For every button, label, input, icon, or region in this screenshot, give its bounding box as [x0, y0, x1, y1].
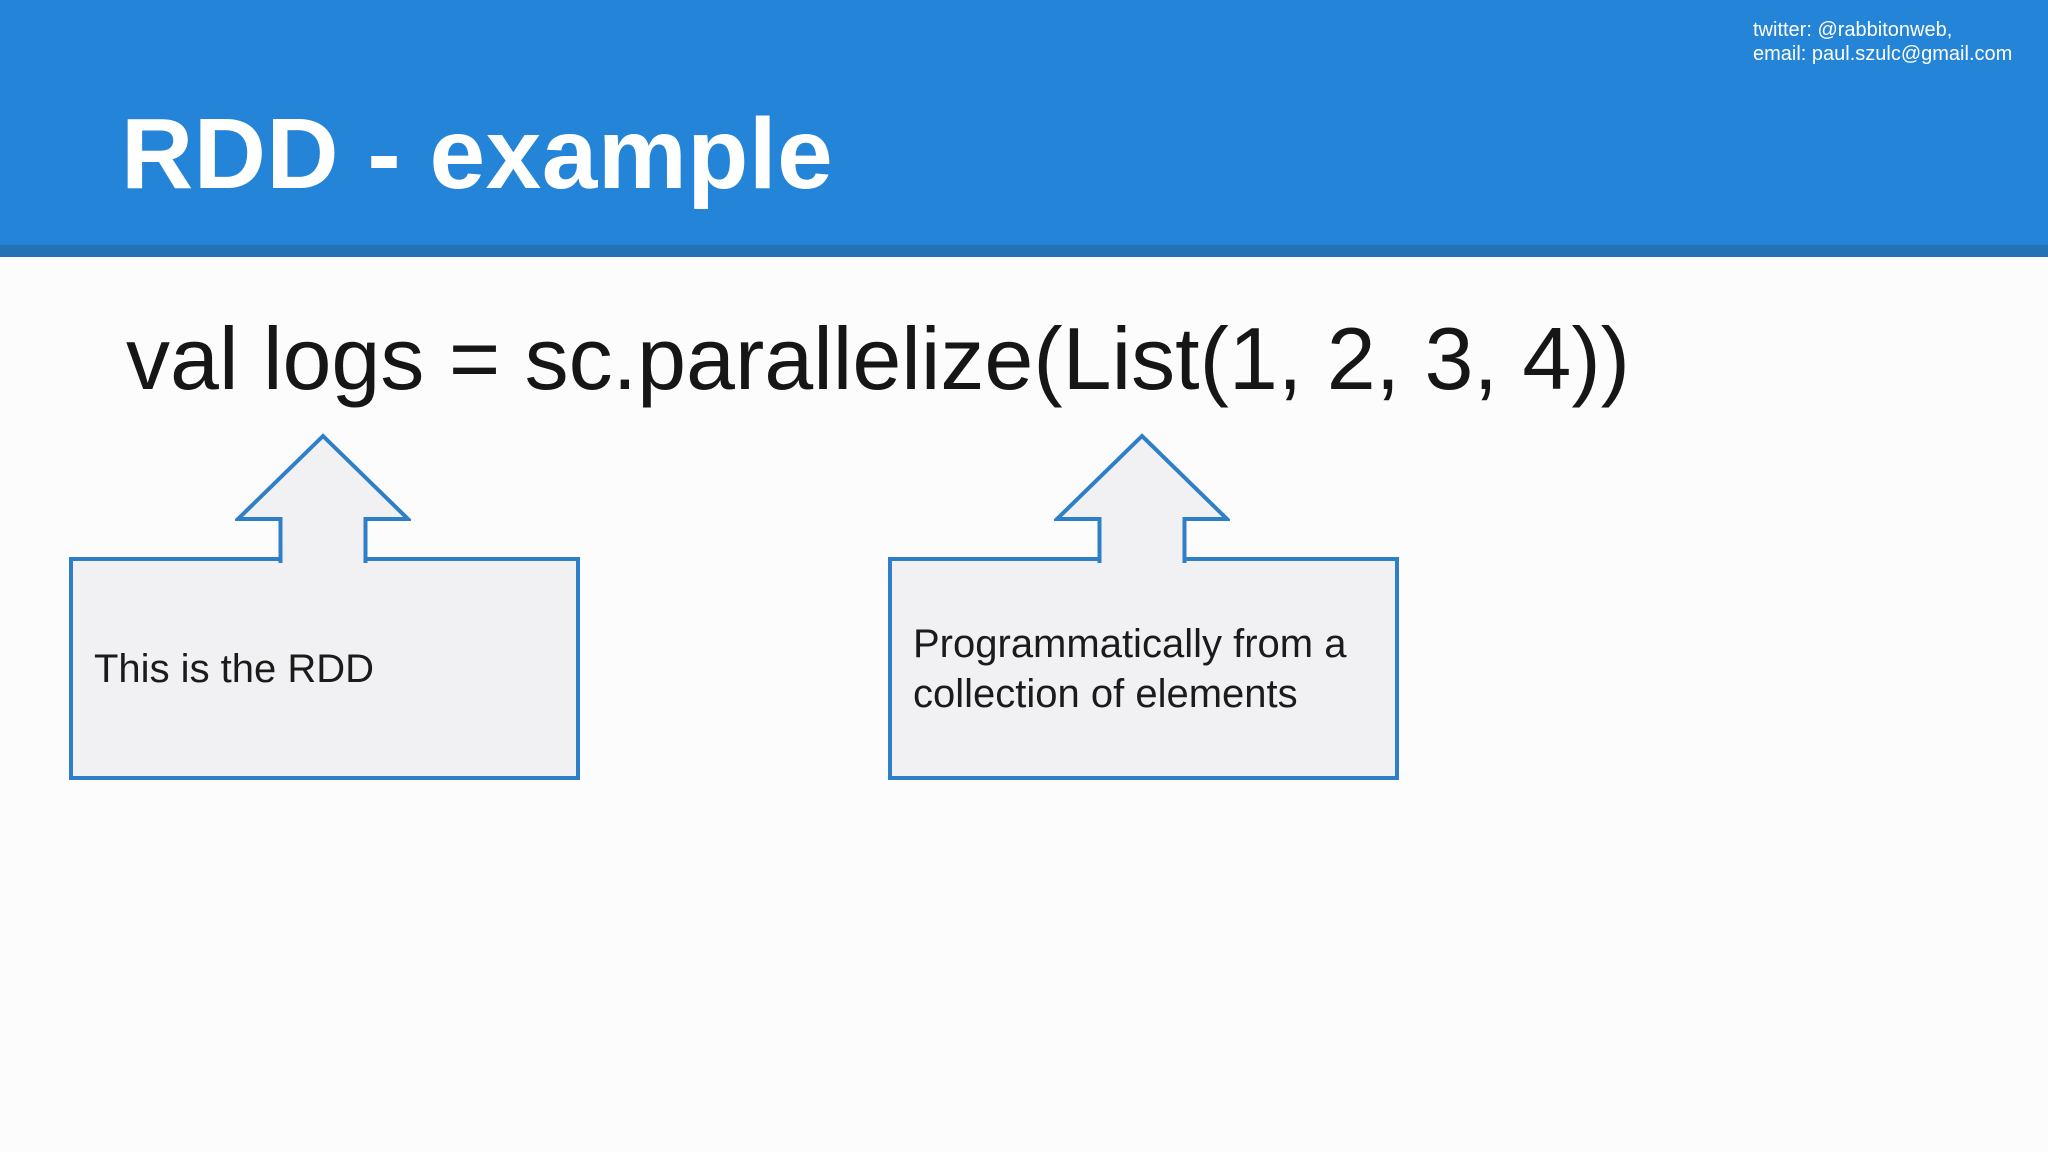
contact-info: twitter: @rabbitonweb, email: paul.szulc…: [1753, 18, 2012, 66]
slide-header: twitter: @rabbitonweb, email: paul.szulc…: [0, 0, 2048, 245]
arrow-up-icon: [1054, 433, 1230, 563]
callout-box: This is the RDD: [69, 557, 580, 780]
callout-text: Programmatically from a collection of el…: [913, 621, 1347, 716]
header-accent-strip: [0, 245, 2048, 257]
callout-box: Programmatically from a collection of el…: [888, 557, 1399, 780]
arrow-up-icon: [235, 433, 411, 563]
callout-programmatically: Programmatically from a collection of el…: [888, 433, 1399, 780]
contact-twitter: twitter: @rabbitonweb,: [1753, 19, 1953, 41]
contact-email: email: paul.szulc@gmail.com: [1753, 43, 2013, 65]
callout-this-is-the-rdd: This is the RDD: [69, 433, 580, 780]
slide-title: RDD - example: [121, 98, 834, 210]
code-line: val logs = sc.parallelize(List(1, 2, 3, …: [126, 309, 1630, 408]
callout-text: This is the RDD: [94, 646, 375, 691]
